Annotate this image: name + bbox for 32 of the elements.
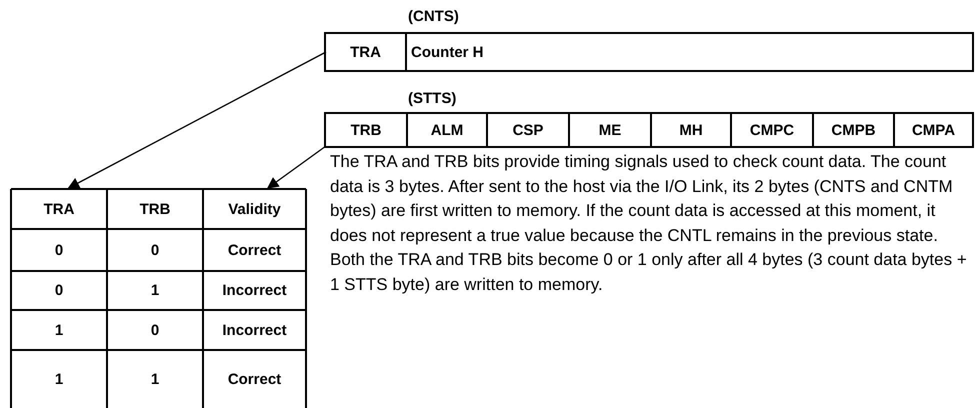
- table-cell-text: 1: [54, 370, 64, 390]
- table-cell-text: 1: [54, 320, 64, 340]
- bit-cell: CMPB: [814, 114, 895, 146]
- table-cell-text: 1: [150, 281, 160, 301]
- bit-cell: Counter H: [407, 34, 972, 70]
- column-header: Validity: [203, 189, 306, 229]
- bit-cell: ME: [570, 114, 652, 146]
- table-cell-text: Incorrect: [221, 281, 288, 301]
- bit-cell: MH: [652, 114, 732, 146]
- bit-cell: CMPC: [732, 114, 814, 146]
- description-paragraph: The TRA and TRB bits provide timing signals used to check count data. The count data is 3 bytes. After sent to the host via the I/O Link, its 2 bytes (CNTS and CNTM bytes) are first written to memory. If the count data is accessed at this moment, it does not represent a true value because the CNTL remains in the previous state. Both the TRA and TRB bits become 0 or 1 only after all 4 bytes (3 count data bytes + 1 STTS byte) are written to memory.: [330, 151, 968, 296]
- table-cell-text: 1: [150, 370, 160, 390]
- bit-cell: CMPA: [895, 114, 972, 146]
- bit-cell: ALM: [408, 114, 488, 146]
- register-name: (CNTS): [408, 8, 459, 25]
- arrow: [68, 51, 326, 189]
- table-cell-text: 0: [54, 240, 64, 260]
- bit-cell: TRA: [326, 34, 407, 70]
- table-cell-text: Incorrect: [221, 320, 288, 340]
- column-header: TRB: [107, 189, 203, 229]
- table-cell-text: Correct: [226, 240, 282, 260]
- register-row: [324, 112, 974, 148]
- table-cell-text: 0: [150, 240, 160, 260]
- register-name: (STTS): [408, 90, 456, 107]
- arrow: [266, 145, 326, 189]
- table-cell-text: 0: [54, 281, 64, 301]
- table-cell-text: Correct: [226, 370, 282, 390]
- register-row: [324, 32, 974, 72]
- bit-cell: TRB: [326, 114, 408, 146]
- table-cell-text: 0: [150, 320, 160, 340]
- column-header: TRA: [11, 189, 107, 229]
- bit-cell: CSP: [488, 114, 570, 146]
